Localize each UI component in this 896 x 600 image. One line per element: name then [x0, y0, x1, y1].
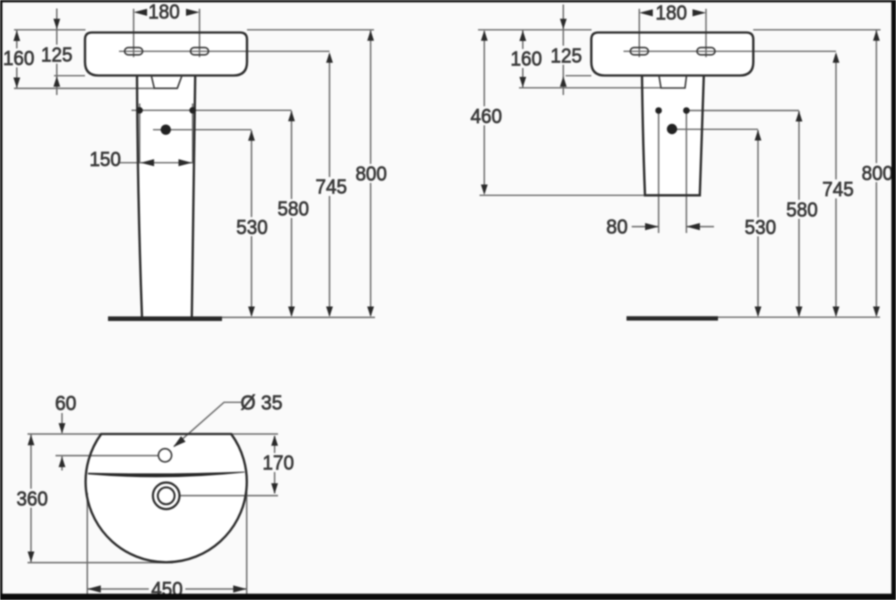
svg-text:125: 125	[41, 43, 73, 66]
svg-text:180: 180	[656, 2, 688, 25]
svg-text:Ø 35: Ø 35	[241, 392, 283, 415]
svg-text:745: 745	[822, 178, 854, 201]
svg-text:530: 530	[745, 216, 777, 239]
svg-text:180: 180	[148, 1, 180, 24]
svg-text:170: 170	[263, 452, 295, 475]
svg-text:80: 80	[606, 216, 628, 239]
svg-text:160: 160	[511, 48, 543, 71]
svg-text:360: 360	[16, 487, 48, 510]
svg-text:125: 125	[551, 44, 583, 67]
svg-text:800: 800	[355, 163, 387, 186]
svg-text:160: 160	[3, 47, 35, 70]
svg-text:580: 580	[786, 199, 818, 222]
svg-text:460: 460	[471, 105, 503, 128]
svg-text:745: 745	[316, 176, 348, 199]
svg-text:800: 800	[862, 162, 894, 185]
svg-text:530: 530	[236, 216, 268, 239]
svg-text:150: 150	[89, 148, 121, 171]
svg-text:580: 580	[278, 198, 310, 221]
svg-text:60: 60	[55, 392, 77, 415]
